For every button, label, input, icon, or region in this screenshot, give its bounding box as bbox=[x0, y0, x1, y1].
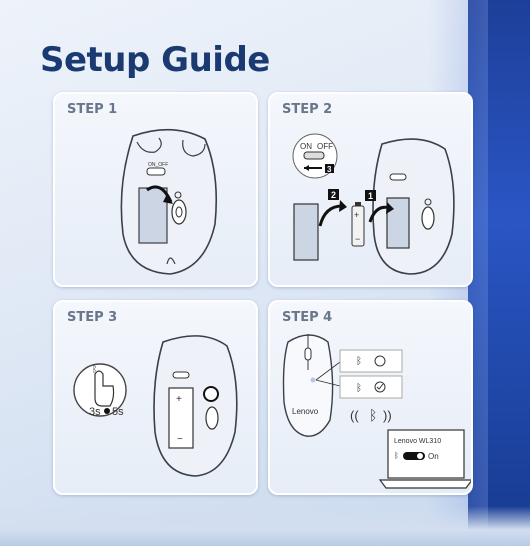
svg-text:OFF: OFF bbox=[317, 142, 333, 151]
svg-text:ON: ON bbox=[300, 142, 312, 151]
switch-label: ON_OFF bbox=[148, 162, 168, 168]
battery-cover bbox=[293, 203, 319, 261]
pairing-status-row bbox=[339, 349, 403, 373]
svg-text:ᛒ: ᛒ bbox=[356, 356, 362, 367]
step-1-label: STEP 1 bbox=[67, 102, 118, 117]
pair-button bbox=[203, 386, 219, 402]
step-2-illustration: ON OFF 3 1 + − 2 bbox=[292, 133, 455, 275]
badge-1 bbox=[365, 190, 376, 201]
mouse-top bbox=[282, 334, 334, 437]
device-name: Lenovo WL310 bbox=[394, 438, 441, 445]
bottom-band bbox=[0, 506, 530, 546]
svg-text:ᛒ: ᛒ bbox=[356, 383, 362, 394]
svg-text:((: (( bbox=[350, 408, 359, 423]
step-2-panel: STEP 2 ON OFF 3 1 + − 2 bbox=[268, 92, 473, 287]
svg-text:ᛒ: ᛒ bbox=[394, 451, 399, 460]
toggle-label: On bbox=[428, 452, 439, 461]
step-4-label: STEP 4 bbox=[282, 310, 333, 325]
svg-text:3s: 3s bbox=[89, 406, 101, 418]
mouse-underside bbox=[153, 335, 238, 477]
step-1-illustration: ON_OFF bbox=[120, 128, 218, 275]
svg-text:ᛒ: ᛒ bbox=[92, 364, 97, 374]
step-4-illustration: Lenovo ᛒ ᛒ (( ᛒ )) Lenovo WL310 ᛒ On bbox=[282, 334, 471, 489]
svg-text:1: 1 bbox=[368, 191, 373, 201]
bluetooth-icon: ᛒ bbox=[369, 407, 377, 423]
svg-text:+: + bbox=[354, 210, 359, 220]
right-blue-band bbox=[428, 0, 530, 546]
svg-text:+: + bbox=[176, 394, 182, 405]
connected-status-row bbox=[339, 375, 403, 399]
svg-text:5s: 5s bbox=[112, 406, 124, 418]
svg-text:2: 2 bbox=[331, 190, 336, 200]
svg-text:−: − bbox=[177, 434, 183, 445]
battery-slot bbox=[386, 197, 410, 249]
svg-text:−: − bbox=[355, 234, 360, 244]
step-3-illustration: ᛒ 3s 5s + − bbox=[73, 335, 238, 477]
brand-label: Lenovo bbox=[292, 407, 319, 416]
step-3-label: STEP 3 bbox=[67, 310, 118, 325]
badge-3 bbox=[325, 164, 334, 173]
battery-cover bbox=[138, 187, 168, 244]
svg-text:3: 3 bbox=[327, 165, 332, 174]
step-2-label: STEP 2 bbox=[282, 102, 333, 117]
step-3-panel: STEP 3 ᛒ 3s 5s + − bbox=[53, 300, 258, 495]
power-switch bbox=[146, 167, 166, 176]
finger-icon bbox=[94, 370, 115, 407]
step-4-panel: STEP 4 Lenovo ᛒ ᛒ (( ᛒ )) Lenovo WL310 ᛒ… bbox=[268, 300, 473, 495]
svg-text:)): )) bbox=[383, 408, 392, 423]
step-1-panel: STEP 1 ON_OFF bbox=[53, 92, 258, 287]
sensor bbox=[171, 199, 187, 225]
page-title: Setup Guide bbox=[40, 40, 270, 80]
laptop-base bbox=[378, 479, 471, 489]
laptop-screen bbox=[387, 429, 465, 479]
battery-installed bbox=[168, 387, 194, 449]
badge-2 bbox=[328, 189, 339, 200]
